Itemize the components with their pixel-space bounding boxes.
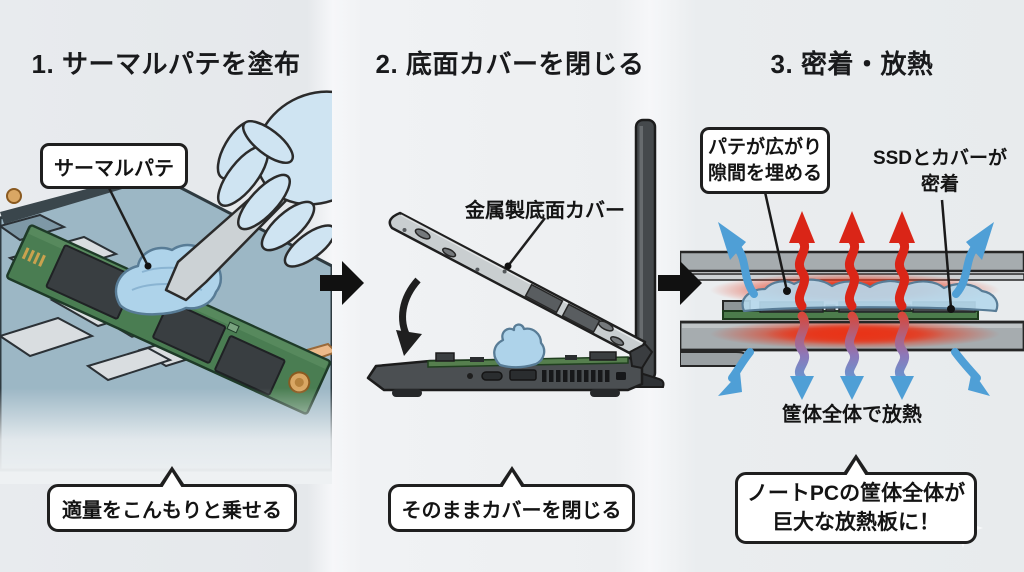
ssd-label-leader xyxy=(940,199,955,313)
chassis-heat-label: 筐体全体で放熱 xyxy=(782,404,922,426)
cool-down-arrows-icon xyxy=(794,311,910,383)
panel-step3: 3. 密着・放熱 パテが広がり 隙間を埋める SSDとカバーが 密着 筐体全体で… xyxy=(680,0,1024,572)
step1-title: 1. サーマルパテを塗布 xyxy=(31,49,301,79)
step1-caption-bubble: 適量をこんもりと乗せる xyxy=(47,466,297,532)
panel-step1: 1. サーマルパテを塗布 サーマルパテ 適量をこんもりと乗せる xyxy=(0,0,332,572)
ssd-contact-label: SSDとカバーが 密着 xyxy=(872,148,1008,195)
ssd-putty-illustration xyxy=(0,90,332,484)
label-leader-line xyxy=(106,185,152,270)
heat-up-arrows-icon xyxy=(794,235,910,311)
step-arrow-icon xyxy=(320,261,364,305)
bottom-cover-graphic xyxy=(388,211,654,370)
putty-dollop-graphic xyxy=(493,323,546,369)
gloved-hand-graphic xyxy=(216,90,332,268)
close-direction-arrow-icon xyxy=(396,277,422,356)
cross-section-illustration xyxy=(680,191,1024,548)
step3-caption-bubble: ノートPCの筐体全体が 巨大な放熱板に！ xyxy=(735,454,977,544)
step2-title: 2. 底面カバーを閉じる xyxy=(375,49,645,79)
metal-cover-label: 金属製底面カバー xyxy=(465,200,625,222)
cool-down-arrowheads xyxy=(790,376,914,400)
cool-diagonal-arrowheads xyxy=(718,222,994,396)
step2-caption-bubble: そのままカバーを閉じる xyxy=(388,466,635,532)
putty-callout-leader xyxy=(763,191,791,295)
putty-spread-callout: パテが広がり 隙間を埋める xyxy=(700,127,830,194)
step-arrow-icon xyxy=(658,261,702,305)
heat-up-arrowheads xyxy=(789,211,915,243)
laptop-screen-graphic xyxy=(634,118,665,388)
laptop-cover-illustration xyxy=(366,118,665,397)
step3-title: 3. 密着・放熱 xyxy=(770,49,934,79)
panel-step2: 2. 底面カバーを閉じる 金属製底面カバー そのままカバーを閉じる xyxy=(340,0,680,572)
laptop-base-graphic xyxy=(366,351,644,397)
thermal-putty-label: サーマルパテ xyxy=(40,143,188,189)
cover-label-leader-line xyxy=(504,217,546,270)
